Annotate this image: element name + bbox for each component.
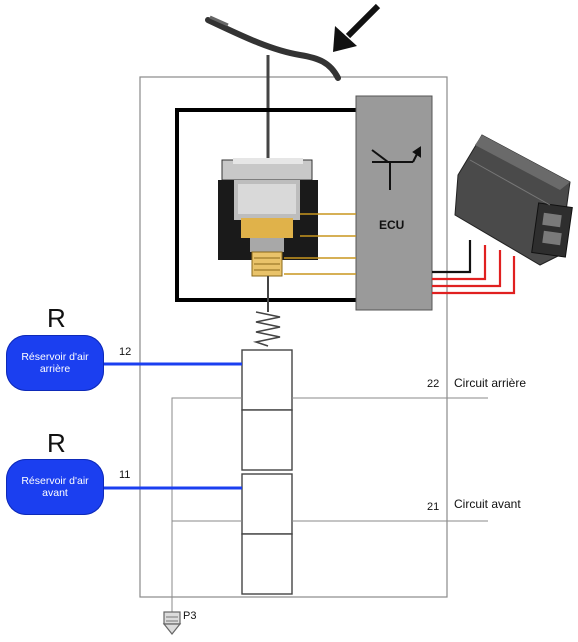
exhaust-icon xyxy=(162,611,182,635)
port-11-label: 11 xyxy=(119,469,131,481)
rear-air-tank-label: Réservoir d'air arrière xyxy=(21,351,89,375)
valve-spool xyxy=(241,349,293,595)
exhaust-p3-label: P3 xyxy=(183,610,197,622)
ecu-block xyxy=(355,95,433,311)
brake-pedal xyxy=(205,17,341,81)
port-22-label: 22 xyxy=(427,378,440,390)
rear-air-tank: Réservoir d'air arrière xyxy=(6,335,104,391)
ecu-label: ECU xyxy=(379,218,405,232)
internal-passages xyxy=(171,397,488,612)
r-label-front: R xyxy=(47,428,66,458)
front-air-tank: Réservoir d'air avant xyxy=(6,459,104,515)
port-12-label: 12 xyxy=(119,346,132,358)
sensor-signal-lines xyxy=(284,213,356,275)
r-label-rear: R xyxy=(47,303,66,333)
port-21-label: 21 xyxy=(427,501,440,513)
circuit-rear-label: Circuit arrière xyxy=(454,376,527,390)
piston-assembly xyxy=(218,158,318,277)
connector-plug xyxy=(454,134,573,266)
ecu-wiring xyxy=(432,240,516,295)
actuation-arrow-icon xyxy=(333,3,381,52)
front-air-tank-label: Réservoir d'air avant xyxy=(21,475,89,499)
transistor-symbol xyxy=(371,146,421,190)
return-spring xyxy=(252,311,281,347)
circuit-front-label: Circuit avant xyxy=(454,497,521,511)
valve-housing xyxy=(139,76,448,598)
